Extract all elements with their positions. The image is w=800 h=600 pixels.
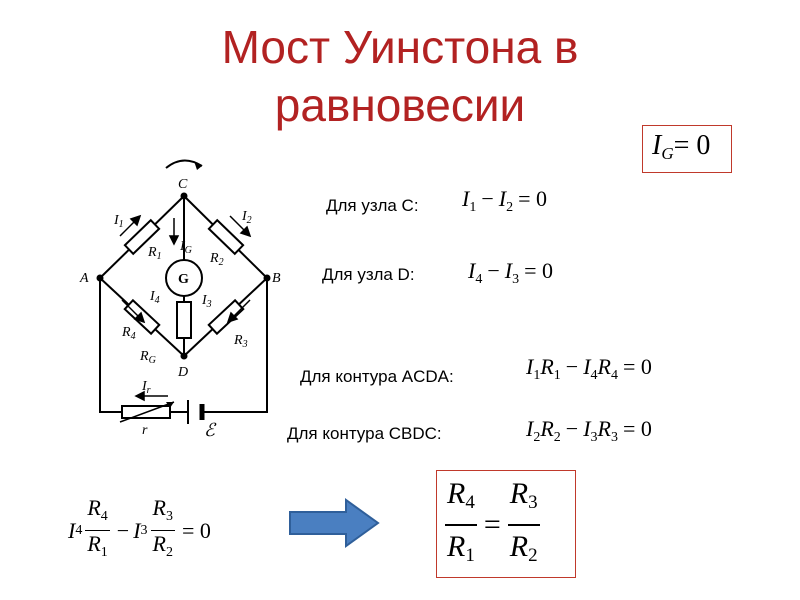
variable: I — [583, 416, 591, 441]
galvanometer-label: G — [178, 272, 189, 287]
variable: I — [468, 258, 476, 283]
operator: − — [565, 416, 579, 441]
node-d: D — [177, 365, 188, 380]
node-c: C — [178, 177, 188, 192]
node-c-equation: I1−I2= 0 — [462, 186, 552, 216]
loop-direction-arrowhead — [194, 161, 202, 170]
node-b: B — [272, 271, 281, 286]
variable: R — [540, 416, 554, 441]
subscript: 2 — [533, 430, 541, 445]
subscript: 3 — [590, 430, 598, 445]
current-i2-label: I2 — [241, 209, 252, 226]
title-line-2: равновесии — [274, 79, 526, 131]
emf-label: ℰ — [204, 420, 217, 440]
wheatstone-bridge-circuit: C A B D G I1 I2 IG I4 I3 Ir R1 R2 R4 R3 … — [79, 159, 281, 440]
result-box — [436, 470, 576, 578]
loop-cbdc-equation: I2R2−I3R3= 0 — [526, 416, 657, 446]
operator: = 0 — [622, 354, 652, 379]
resistor-rg-label: RG — [139, 349, 156, 366]
subscript: 4 — [590, 368, 598, 383]
variable: R — [540, 354, 554, 379]
variable: I — [526, 354, 534, 379]
resistor-r3-label: R3 — [233, 333, 248, 350]
node-c-label: Для узла С: — [326, 196, 419, 215]
result-fraction-r4-r1: R4 R1 — [445, 474, 477, 576]
current-i1-label: I1 — [113, 213, 124, 230]
implies-arrow — [289, 498, 380, 548]
result-equation: R4 R1 = R3 R2 — [442, 474, 543, 576]
subscript: 2 — [506, 200, 514, 215]
ig-condition-box — [642, 125, 732, 173]
resistor-r2-label: R2 — [209, 251, 224, 268]
current-ir-label: Ir — [141, 379, 151, 396]
fraction-r3-r2: R3 R2 — [150, 495, 175, 560]
operator: = 0 — [524, 258, 553, 283]
current-i3-label: I3 — [201, 293, 212, 310]
variable: I — [498, 186, 507, 211]
variable: I — [504, 258, 513, 283]
operator: − — [481, 186, 494, 211]
resistor-r1 — [123, 218, 161, 256]
node-a: A — [79, 271, 89, 286]
result-fraction-r3-r2: R3 R2 — [507, 474, 540, 576]
resistor-r2 — [207, 218, 245, 256]
variable: R — [597, 416, 611, 441]
node-d-label: Для узла D: — [322, 265, 415, 284]
fraction-r4-r1: R4 R1 — [85, 495, 110, 560]
galvanometer — [165, 259, 203, 297]
subscript: 3 — [610, 430, 618, 445]
node-d-equation: I4−I3= 0 — [468, 258, 558, 288]
variable: R — [597, 354, 611, 379]
loop-acda-label: Для контура ACDA: — [300, 367, 454, 386]
current-ig-label: IG — [179, 239, 192, 256]
resistor-r3 — [207, 298, 245, 336]
variable: I — [583, 354, 591, 379]
resistor-r1-label: R1 — [147, 245, 162, 262]
loop-cbdc-label: Для контура CBDC: — [287, 424, 442, 443]
resistor-rg — [176, 301, 192, 339]
subscript: 1 — [469, 200, 477, 215]
operator: − — [487, 258, 500, 283]
loop-acda-equation: I1R1−I4R4= 0 — [526, 354, 657, 384]
subscript: 4 — [610, 368, 618, 383]
subscript: 1 — [533, 368, 541, 383]
operator: − — [565, 354, 579, 379]
subscript: 3 — [512, 272, 520, 287]
operator: = 0 — [622, 416, 652, 441]
resistor-r4-label: R4 — [121, 325, 136, 342]
rheostat-label: r — [142, 423, 148, 438]
operator: = 0 — [518, 186, 547, 211]
subscript: 2 — [553, 430, 561, 445]
ig-condition: IG= 0 — [652, 130, 711, 163]
subscript: 4 — [475, 272, 483, 287]
variable: I — [462, 186, 470, 211]
variable: I — [526, 416, 534, 441]
slide-title: Мост Уинстона в равновесии — [0, 18, 800, 134]
title-line-1: Мост Уинстона в — [221, 21, 579, 73]
current-i4-label: I4 — [149, 289, 160, 306]
subscript: 1 — [553, 368, 561, 383]
